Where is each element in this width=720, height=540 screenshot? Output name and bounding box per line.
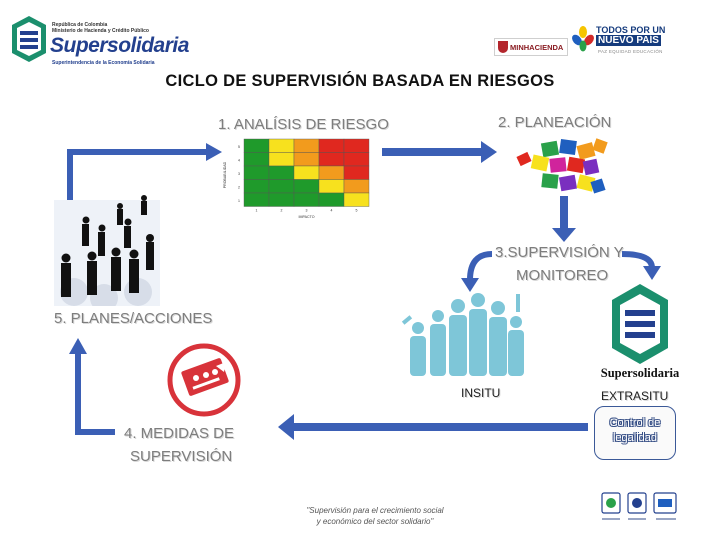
heatmap-cell [318,192,345,207]
heatmap-x-tick: 2 [281,209,283,213]
heatmap-cell [268,192,295,207]
heatmap-cell [318,152,345,167]
supersolidaria-logo-icon [612,284,668,364]
heatmap-cell [318,165,345,180]
control-line-2: legalidad [612,432,658,444]
arrow-4-to-5-head [69,338,87,354]
arrow-3-to-extrasitu [621,251,655,269]
heatmap-y-tick: 5 [238,145,240,149]
arrow-5-to-1-head [206,143,222,161]
logo-line-2: Ministerio de Hacienda y Crédito Público [52,28,149,34]
logo-subtitle: Superintendencia de la Economía Solidari… [52,60,155,66]
arrow-3-to-insitu [467,251,493,281]
supersolidaria-extrasitu-logo: Supersolidaria [594,284,686,380]
arrow-1-to-2 [382,148,482,156]
step-3-label-line-2: MONITOREO [516,267,609,284]
heatmap-y-tick: 2 [238,186,240,190]
heatmap-cell [293,179,320,194]
heatmap-x-tick: 1 [256,209,258,213]
step-4-label-line-2: SUPERVISIÓN [130,448,233,465]
colombia-shield-icon [498,41,508,53]
step-3-label-line-1: 3.SUPERVISIÓN Y [495,244,624,261]
arrow-1-to-2-head [481,141,497,163]
step-4-label-line-1: 4. MEDIDAS DE [124,425,235,442]
arrow-2-to-3-head [552,228,576,242]
extrasitu-logo-name: Supersolidaria [600,366,680,380]
nuevo-pais-logo: TODOS POR UN NUEVO PAÍS PAZ EQUIDAD EDUC… [570,22,680,60]
insitu-label: INSITU [461,386,501,400]
certification-seals-icon [601,492,677,520]
nuevo-pais-flower-icon [572,26,594,52]
heatmap-cell [268,165,295,180]
arrow-3-to-4 [292,423,588,431]
logo-line-1: República de Colombia [52,22,108,28]
minhacienda-logo: MINHACIENDA [494,38,568,56]
step-1-label: 1. ANALÍSIS DE RIESGO [218,116,389,133]
heatmap-cell [243,165,270,180]
heatmap-cell [293,152,320,167]
slogan-line-2: y económico del sector solidario" [316,517,434,526]
nuevo-pais-line-3: PAZ EQUIDAD EDUCACIÓN [598,49,663,54]
heatmap-x-tick: 4 [331,209,333,213]
footer-slogan: "Supervisión para el crecimiento social … [300,505,450,527]
extrasitu-label: EXTRASITU [601,389,669,403]
supersolidaria-header-logo: República de Colombia Ministerio de Haci… [12,12,189,68]
heatmap-ylabel: PROBABILIDAD [223,161,227,188]
slogan-line-1: "Supervisión para el crecimiento social [306,506,444,515]
heatmap-cell [293,138,320,153]
control-legalidad-box: Control de legalidad [594,406,676,460]
nuevo-pais-line-2: NUEVO PAÍS [596,35,661,46]
heatmap-cell [343,138,370,153]
heatmap-cell [318,138,345,153]
logo-brand: Supersolidaria [50,34,189,57]
arrow-4-to-5 [75,352,115,435]
arrow-3-to-extrasitu-head [643,266,661,280]
arrow-3-to-4-head [278,414,294,440]
puzzle-pieces-icon [516,138,608,194]
heatmap-x-tick: 5 [356,209,358,213]
minhacienda-label: MINHACIENDA [510,43,564,52]
arrow-3-to-insitu-head [461,278,479,292]
heatmap-y-tick: 4 [238,159,240,163]
heatmap-cell [293,192,320,207]
heatmap-y-tick: 3 [238,172,240,176]
heatmap-cell [318,179,345,194]
step-5-label: 5. PLANES/ACCIONES [54,310,213,327]
heatmap-cell [293,165,320,180]
heatmap-cell [268,138,295,153]
nuevo-pais-line-1: TODOS POR UN [596,25,666,35]
heatmap-x-tick: 3 [306,209,308,213]
control-line-1: Control de [609,417,661,429]
heatmap-cell [243,179,270,194]
page-title: CICLO DE SUPERVISIÓN BASADA EN RIESGOS [165,72,555,90]
heatmap-xlabel: IMPACTO [298,215,314,219]
heatmap-cell [268,179,295,194]
heatmap-y-tick: 1 [238,199,240,203]
step-2-label: 2. PLANEACIÓN [498,114,612,131]
supersolidaria-logo-icon [12,16,46,62]
heatmap-cell [343,165,370,180]
heatmap-cell [243,138,270,153]
supervision-measures-icon [167,343,241,417]
arrow-2-to-3 [560,196,568,230]
heatmap-cell [343,152,370,167]
heatmap-cell [268,152,295,167]
heatmap-cell [343,179,370,194]
people-crowd-image [401,293,524,376]
heatmap-cell [243,192,270,207]
heatmap-cell [343,192,370,207]
heatmap-cell [243,152,270,167]
business-people-image [54,195,160,306]
